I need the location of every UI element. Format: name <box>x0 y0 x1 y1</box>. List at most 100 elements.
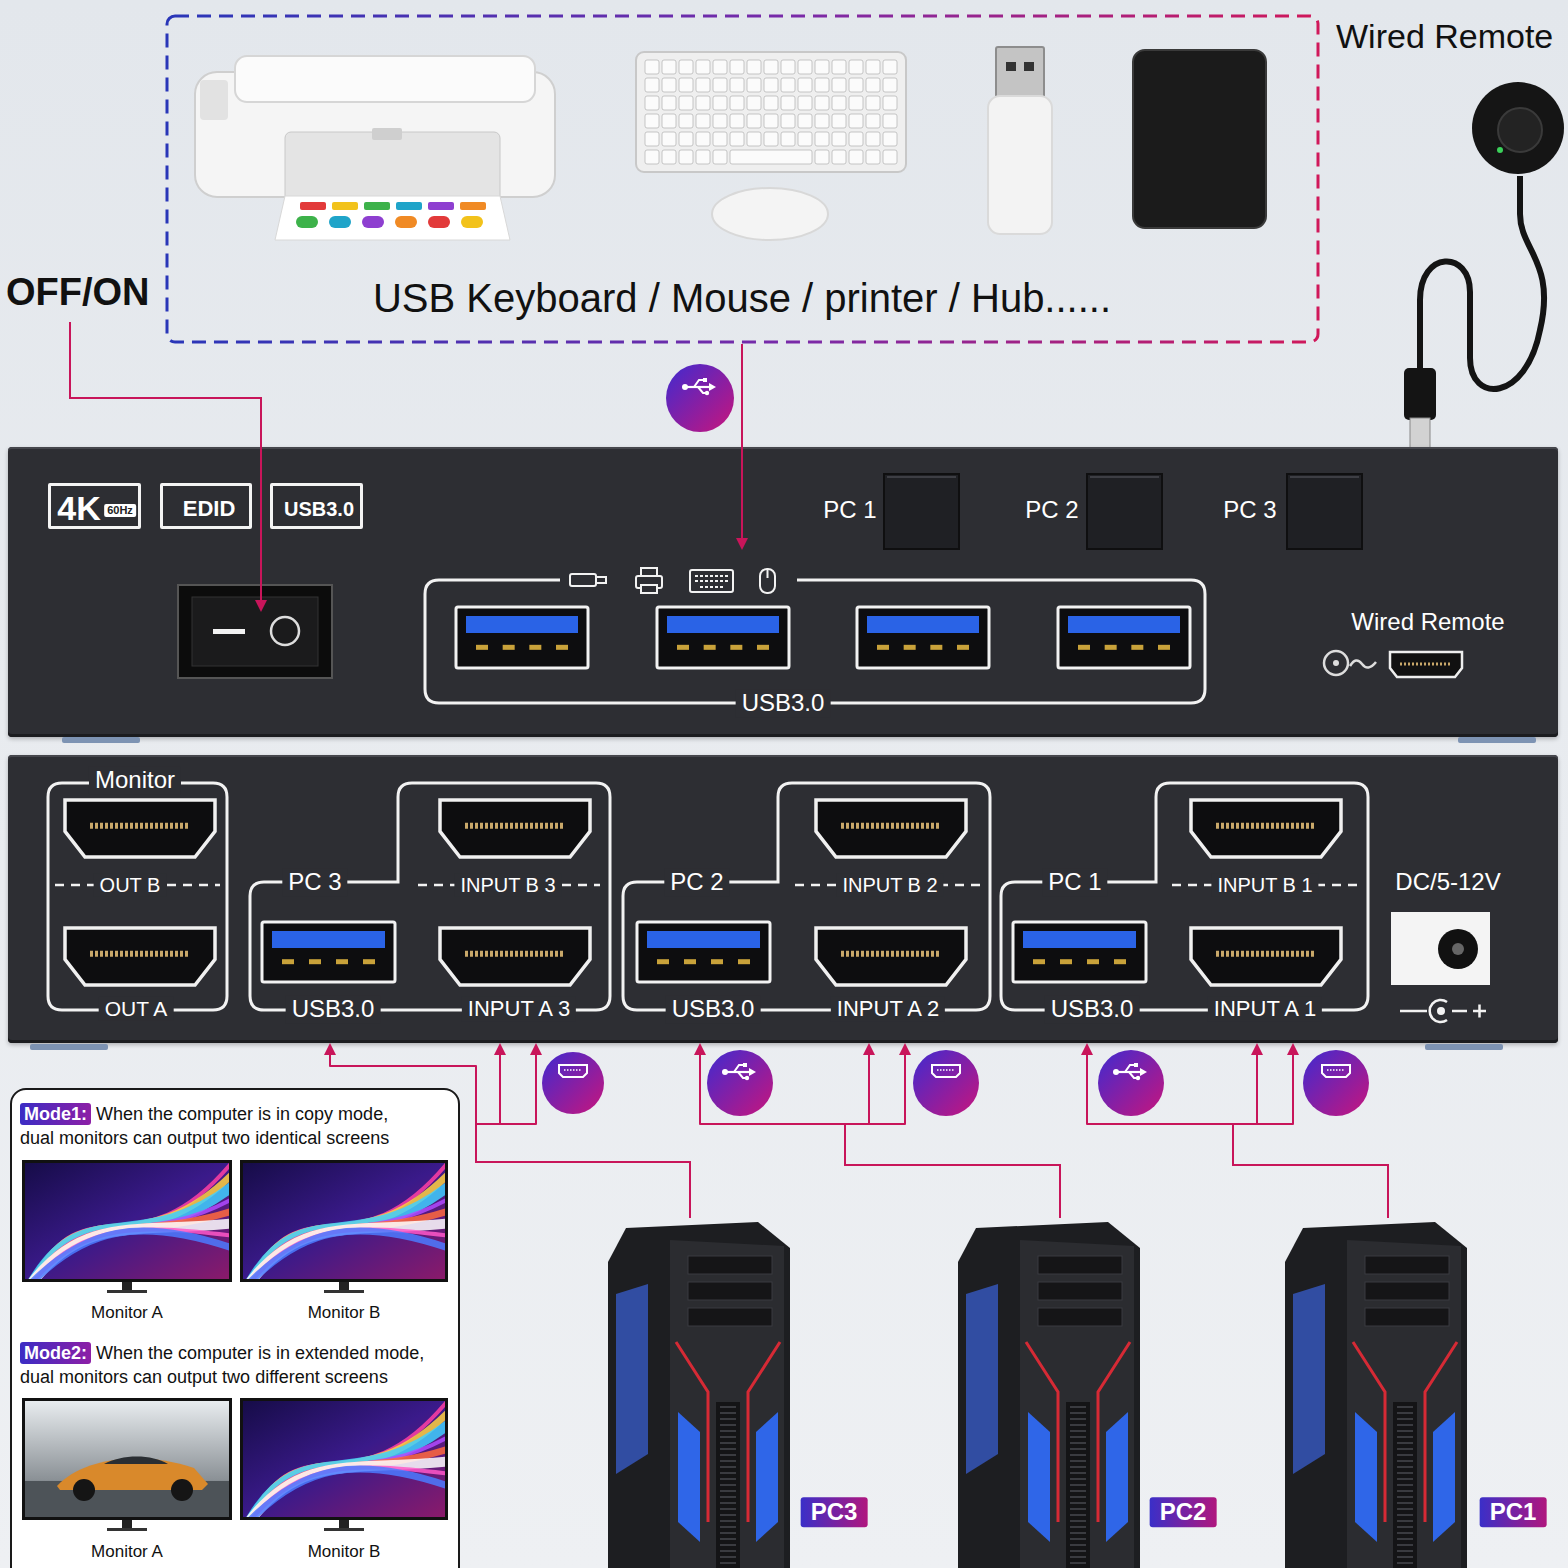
rubber-foot <box>1425 1044 1503 1050</box>
cable-label: HDMI <box>931 1090 962 1104</box>
usb-stick-icon <box>570 574 596 586</box>
drive-bay <box>1038 1256 1122 1274</box>
side-window <box>966 1284 998 1474</box>
cable-badge <box>913 1050 979 1116</box>
paper-print <box>461 216 483 228</box>
hdmi-port-frame <box>816 928 966 985</box>
key <box>679 78 693 92</box>
hdmi-port <box>1191 800 1341 857</box>
text-slot: USB 3.0 <box>677 401 722 419</box>
red-accent <box>1353 1342 1385 1522</box>
blue-vent <box>1433 1412 1455 1542</box>
text-slot: Wired Remote <box>1336 17 1553 56</box>
pc-port-group: PC 3INPUT B 3USB3.0INPUT A 3 <box>248 766 612 1043</box>
key <box>832 150 846 164</box>
connector <box>845 1043 1060 1218</box>
usb-icon <box>745 1076 749 1080</box>
arrowhead <box>1287 1043 1299 1055</box>
usb-pin <box>738 959 750 964</box>
group-label: USB3.0 <box>736 689 831 717</box>
remote-puck <box>1472 82 1564 174</box>
group-label: Monitor <box>89 766 181 794</box>
mode-tag: Mode1: <box>20 1103 91 1125</box>
key <box>747 60 761 74</box>
arrowhead <box>736 538 748 550</box>
paper-print <box>428 202 454 210</box>
key <box>764 96 778 110</box>
monitor-frame <box>240 1398 448 1520</box>
printer-body <box>195 72 555 197</box>
keyboard-icon <box>695 576 728 587</box>
key <box>815 114 829 128</box>
dc-jack <box>1391 912 1490 985</box>
badge-circle <box>1098 1050 1164 1116</box>
paper-print <box>296 216 318 228</box>
key <box>662 60 676 74</box>
key <box>866 150 880 164</box>
grille-slots <box>1397 1406 1413 1564</box>
callout-label: Wired Remote <box>1336 17 1553 56</box>
usb-pin <box>1060 959 1072 964</box>
arrowhead <box>324 1043 336 1055</box>
front-panel: PC 1PC 2PC 3Wired Remote4K60HzEDIDUSB3.0… <box>8 447 1558 737</box>
hdmi-icon <box>1327 1069 1345 1071</box>
hdmi-icon <box>564 1069 582 1071</box>
printer-icon <box>641 568 657 576</box>
swirl <box>250 1469 445 1517</box>
arrowhead <box>899 1043 911 1055</box>
usb-pin <box>556 645 568 650</box>
button-label: PC 3 <box>1223 496 1276 524</box>
paper-print <box>362 216 384 228</box>
polarity-symbol <box>1400 1005 1486 1018</box>
drive-bay <box>1365 1308 1449 1326</box>
port-label: OUT B <box>94 874 167 897</box>
port-label: INPUT B 3 <box>454 874 561 897</box>
usb-pin <box>309 959 321 964</box>
side-window <box>616 1284 648 1474</box>
text-slot: OFF/ON <box>6 271 150 315</box>
blue-vent <box>756 1412 778 1542</box>
dc-pin <box>1452 943 1464 955</box>
usb-pin <box>503 645 515 650</box>
text-slot: PC3 <box>801 1497 868 1527</box>
badge-circle <box>1303 1050 1369 1116</box>
usb-port-tongue <box>1068 616 1180 633</box>
spec-text: EDID <box>183 496 236 521</box>
port-label: INPUT A 2 <box>831 996 945 1021</box>
key <box>815 60 829 74</box>
blue-vent <box>1355 1412 1377 1542</box>
text-slot: HDMI <box>931 1086 962 1104</box>
port-label: INPUT A 1 <box>1208 996 1322 1021</box>
button-highlight <box>1290 476 1359 478</box>
text-slot: OUT A <box>99 997 174 1021</box>
monitor-screen <box>243 1163 445 1279</box>
monitor <box>240 1160 448 1293</box>
usb-pin <box>877 645 889 650</box>
computer-label: PC1 <box>1480 1497 1547 1527</box>
cable-badge <box>1303 1050 1369 1116</box>
text-slot: 60Hz <box>104 500 136 518</box>
key <box>866 96 880 110</box>
key <box>798 114 812 128</box>
monitor-frame <box>22 1160 232 1282</box>
key <box>798 60 812 74</box>
hdmi-port-frame <box>65 928 215 985</box>
mouse-icon <box>760 569 775 593</box>
key <box>696 60 710 74</box>
group-outline <box>1001 783 1368 1010</box>
hdmi-port-frame <box>1191 800 1341 857</box>
usb-pin <box>1078 645 1090 650</box>
red-accent <box>748 1342 780 1522</box>
spec-badge: USB3.0 <box>270 483 363 529</box>
port-label: INPUT A 3 <box>462 996 576 1021</box>
swirl <box>33 1229 230 1279</box>
dc-socket <box>1438 929 1478 969</box>
printer-controls <box>200 80 228 120</box>
key <box>883 114 897 128</box>
monitor <box>22 1160 232 1293</box>
port-label: INPUT B 2 <box>836 874 943 897</box>
text-slot: Monitor <box>89 766 181 794</box>
red-accent <box>1098 1342 1130 1522</box>
monitor <box>22 1398 232 1531</box>
